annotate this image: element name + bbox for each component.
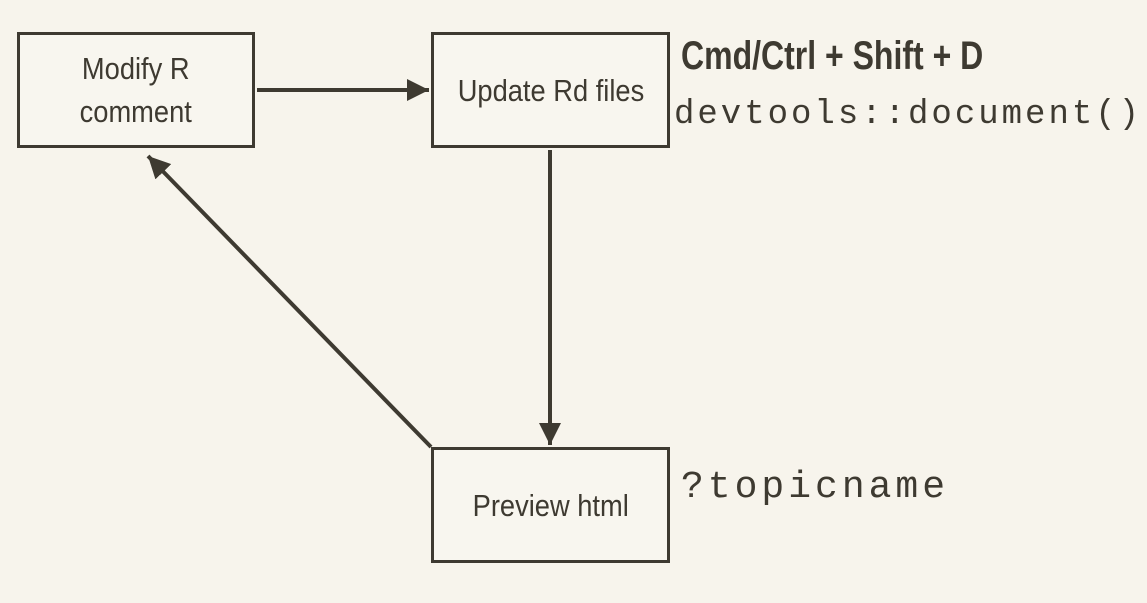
annotation-help-command: ?topicname bbox=[681, 466, 950, 509]
node-modify-r-comment-label: Modify R comment bbox=[79, 51, 193, 129]
arrow-preview-to-modify bbox=[146, 154, 433, 449]
node-update-rd-files: Update Rd files bbox=[431, 32, 670, 148]
node-preview-html-label: Preview html bbox=[472, 487, 629, 523]
node-modify-r-comment: Modify R comment bbox=[17, 32, 255, 148]
node-preview-html: Preview html bbox=[431, 447, 670, 563]
annotation-devtools-command: devtools::document() bbox=[674, 96, 1143, 134]
annotation-keyboard-shortcut: Cmd/Ctrl + Shift + D bbox=[681, 34, 984, 78]
node-update-rd-files-label: Update Rd files bbox=[457, 72, 644, 108]
